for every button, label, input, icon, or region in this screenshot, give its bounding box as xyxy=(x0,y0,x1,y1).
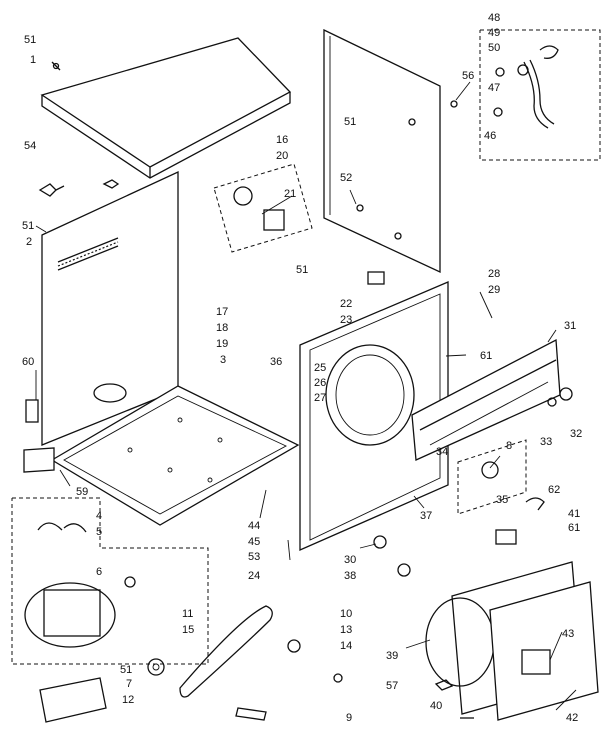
clip-57 xyxy=(434,679,454,691)
clip-9 xyxy=(333,673,343,683)
callout-60: 60 xyxy=(22,356,35,368)
callout-15: 15 xyxy=(182,624,195,636)
callout-45: 45 xyxy=(248,536,261,548)
callout-26: 26 xyxy=(314,377,327,389)
knob-8 xyxy=(457,439,527,515)
callout-23: 23 xyxy=(340,314,353,326)
motor-mount-12 xyxy=(39,677,107,723)
callout-11: 11 xyxy=(182,608,194,620)
callout-6: 6 xyxy=(96,566,103,578)
callout-37: 37 xyxy=(420,510,433,522)
callout-17: 17 xyxy=(216,306,229,318)
callout-54: 54 xyxy=(24,140,37,152)
callout-61: 61 xyxy=(480,350,493,362)
lead-lines xyxy=(35,81,577,711)
latch-kit-inset xyxy=(479,29,601,161)
callout-35: 35 xyxy=(496,494,509,506)
callout-41: 41 xyxy=(568,508,581,520)
callout-46: 46 xyxy=(484,130,497,142)
control-console xyxy=(411,338,573,461)
bracket-60 xyxy=(25,399,39,423)
callout-10: 10 xyxy=(340,608,353,620)
callout-51: 51 xyxy=(344,116,357,128)
clip-54b xyxy=(102,179,120,189)
callout-3: 3 xyxy=(220,354,227,366)
callout-49: 49 xyxy=(488,27,501,39)
callout-1: 1 xyxy=(30,54,37,66)
rear-panel xyxy=(323,28,441,274)
callout-31: 31 xyxy=(564,320,577,332)
callout-40: 40 xyxy=(430,700,443,712)
base-panel xyxy=(50,385,300,526)
callout-32: 32 xyxy=(570,428,583,440)
callout-39: 39 xyxy=(386,650,399,662)
screw-56 xyxy=(450,100,458,108)
callout-50: 50 xyxy=(488,42,501,54)
callout-4: 4 xyxy=(96,510,103,522)
callout-2: 2 xyxy=(26,236,33,248)
callout-47: 47 xyxy=(488,82,501,94)
rear-bulkhead xyxy=(425,561,599,721)
drive-belt xyxy=(179,605,273,698)
callout-62: 62 xyxy=(548,484,561,496)
parts-62-35 xyxy=(397,497,545,577)
idler-14 xyxy=(235,639,301,721)
front-panel xyxy=(299,281,449,551)
callout-52: 52 xyxy=(340,172,353,184)
callout-48: 48 xyxy=(488,12,501,24)
top-panel xyxy=(40,37,292,179)
callout-21: 21 xyxy=(284,188,297,200)
callout-9: 9 xyxy=(346,712,353,724)
callout-33: 33 xyxy=(540,436,553,448)
callout-29: 29 xyxy=(488,284,501,296)
callout-43: 43 xyxy=(562,628,575,640)
callout-44: 44 xyxy=(248,520,261,532)
callout-5: 5 xyxy=(96,526,103,538)
hinge-22 xyxy=(367,271,385,285)
callout-36: 36 xyxy=(270,356,283,368)
callout-18: 18 xyxy=(216,322,229,334)
callout-14: 14 xyxy=(340,640,353,652)
callout-22: 22 xyxy=(340,298,353,310)
callout-59: 59 xyxy=(76,486,89,498)
callout-51: 51 xyxy=(296,264,309,276)
pulley-7 xyxy=(147,658,165,676)
callout-20: 20 xyxy=(276,150,289,162)
callout-34: 34 xyxy=(436,446,449,458)
callout-12: 12 xyxy=(122,694,135,706)
callout-53: 53 xyxy=(248,551,261,563)
callout-56: 56 xyxy=(462,70,475,82)
callout-8: 8 xyxy=(506,440,513,452)
callout-25: 25 xyxy=(314,362,327,374)
callout-51: 51 xyxy=(120,664,133,676)
motor-inset xyxy=(11,497,209,665)
callout-19: 19 xyxy=(216,338,229,350)
callout-7: 7 xyxy=(126,678,133,690)
callout-51: 51 xyxy=(22,220,35,232)
callout-57: 57 xyxy=(386,680,399,692)
callout-16: 16 xyxy=(276,134,289,146)
clip-54 xyxy=(38,183,65,197)
callout-61: 61 xyxy=(568,522,581,534)
callout-30: 30 xyxy=(344,554,357,566)
foot-59 xyxy=(23,447,55,473)
callout-28: 28 xyxy=(488,268,501,280)
callout-27: 27 xyxy=(314,392,327,404)
callout-24: 24 xyxy=(248,570,261,582)
callout-51: 51 xyxy=(24,34,37,46)
callout-42: 42 xyxy=(566,712,579,724)
callout-38: 38 xyxy=(344,570,357,582)
timer-box xyxy=(213,163,313,253)
screw-51-top xyxy=(51,61,61,71)
callout-13: 13 xyxy=(340,624,353,636)
